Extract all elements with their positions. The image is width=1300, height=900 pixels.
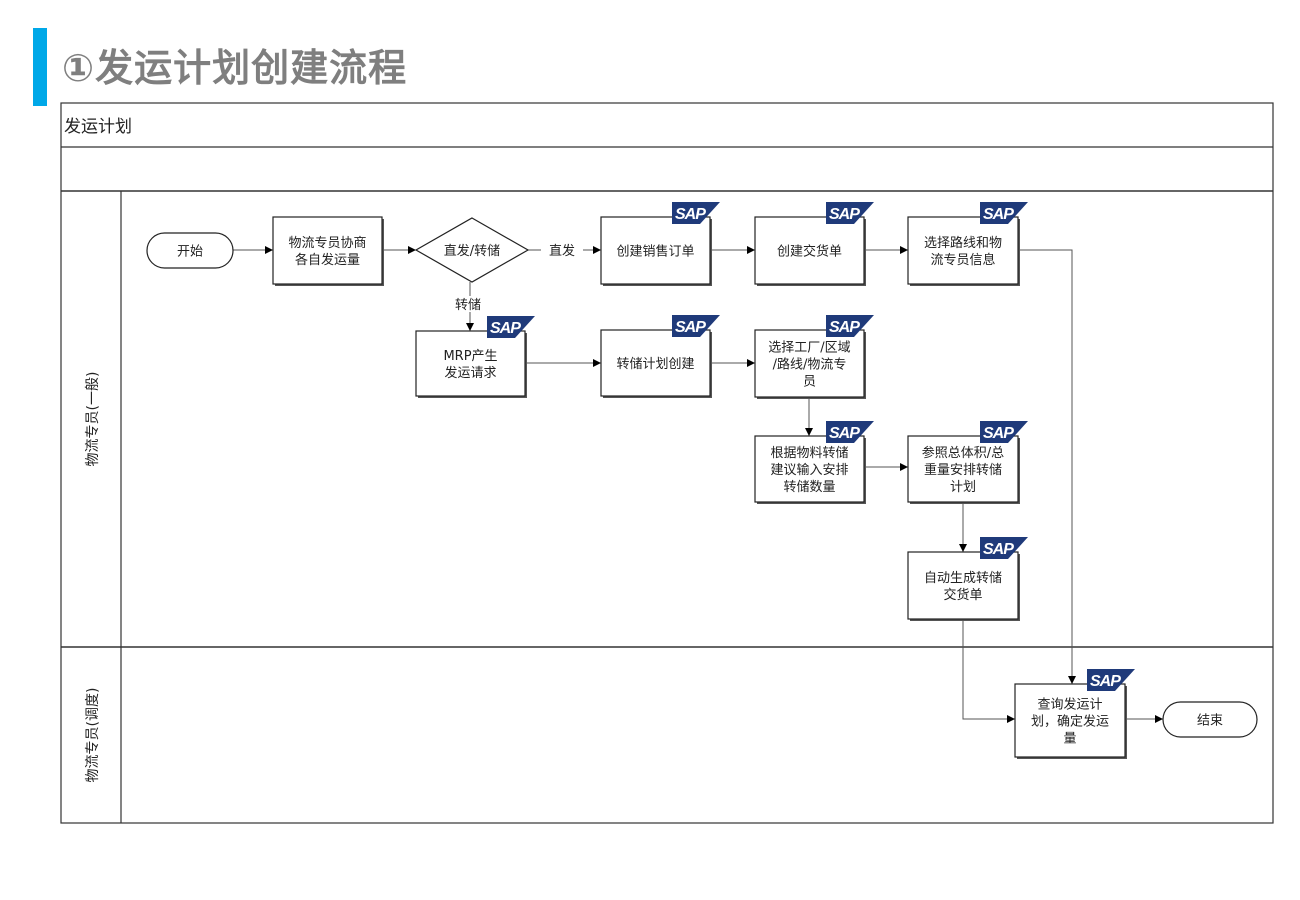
node-label-line: 根据物料转储 bbox=[770, 446, 848, 461]
node-label-line: 转储计划创建 bbox=[616, 357, 694, 372]
sap-logo-text: SAP bbox=[1090, 673, 1121, 690]
node-label-line: 交货单 bbox=[943, 587, 982, 603]
node-label-line: 物流专员协商 bbox=[288, 236, 366, 251]
process-shape bbox=[272, 216, 383, 285]
node-label-line: 直发/转储 bbox=[444, 243, 500, 259]
node-label-line: 重量安排转储 bbox=[924, 462, 1002, 478]
decision-shape bbox=[414, 217, 530, 283]
node-label-line: /路线/物流专 bbox=[773, 357, 847, 373]
node-label-line: 创建交货单 bbox=[777, 244, 842, 260]
sap-logo-text: SAP bbox=[675, 319, 706, 336]
node-label-line: 结束 bbox=[1197, 714, 1223, 729]
node-end: 结束 bbox=[1162, 701, 1258, 738]
sap-logo-icon: SAP bbox=[980, 537, 1028, 559]
node-label-line: MRP产生 bbox=[443, 349, 497, 364]
node-select-plant: 选择工厂/区域/路线/物流专员 SAP bbox=[754, 315, 874, 399]
sap-logo-text: SAP bbox=[983, 541, 1014, 558]
node-label-line: 流专员信息 bbox=[930, 252, 995, 268]
sap-logo-text: SAP bbox=[983, 425, 1014, 442]
node-label-line: 转储数量 bbox=[783, 480, 835, 495]
swimlane-pool: 发运计划 物流专员(一般) 物流专员(调度) bbox=[60, 102, 1274, 824]
sap-logo-icon: SAP bbox=[672, 315, 720, 337]
node-start: 开始 bbox=[146, 232, 234, 269]
node-transfer-plan: 转储计划创建 SAP bbox=[600, 315, 720, 398]
edge-label-direct: 直发 bbox=[549, 243, 575, 259]
process-shape bbox=[907, 551, 1019, 620]
sap-logo-text: SAP bbox=[829, 206, 860, 223]
process-shape bbox=[600, 216, 711, 285]
process-shape bbox=[754, 435, 865, 503]
sap-logo-icon: SAP bbox=[980, 421, 1028, 443]
node-label-line: 开始 bbox=[177, 245, 203, 260]
node-label-line: 发运请求 bbox=[444, 365, 496, 381]
node-label-line: 参照总体积/总 bbox=[922, 445, 1004, 461]
page-title: ①发运计划创建流程 bbox=[62, 46, 408, 90]
pool-title: 发运计划 bbox=[64, 117, 132, 137]
node-label-line: 选择路线和物 bbox=[924, 235, 1002, 251]
process-shape bbox=[907, 435, 1019, 503]
terminator-shape bbox=[1162, 701, 1258, 738]
sap-logo-text: SAP bbox=[490, 320, 521, 337]
node-create-so: 创建销售订单 SAP bbox=[600, 202, 720, 286]
sap-logo-text: SAP bbox=[829, 319, 860, 336]
sap-logo-icon: SAP bbox=[1087, 669, 1135, 691]
node-create-delivery: 创建交货单 SAP bbox=[754, 202, 874, 286]
sap-logo-icon: SAP bbox=[672, 202, 720, 224]
process-shape bbox=[754, 329, 865, 398]
sap-logo-icon: SAP bbox=[826, 315, 874, 337]
node-label-line: 计划 bbox=[950, 480, 976, 495]
process-shape bbox=[907, 216, 1019, 285]
sap-logo-icon: SAP bbox=[980, 202, 1028, 224]
edge-label-transfer: 转储 bbox=[455, 298, 481, 313]
sap-logo-icon: SAP bbox=[487, 316, 535, 338]
lane-label-dispatch: 物流专员(调度) bbox=[85, 688, 101, 783]
process-shape bbox=[754, 216, 865, 285]
node-label-line: 各自发运量 bbox=[295, 252, 360, 268]
node-label-line: 划，确定发运 bbox=[1031, 714, 1109, 730]
lane-label-general: 物流专员(一般) bbox=[85, 372, 101, 467]
sap-logo-icon: SAP bbox=[826, 202, 874, 224]
node-label-line: 员 bbox=[803, 375, 816, 390]
sap-logo-icon: SAP bbox=[826, 421, 874, 443]
process-shape bbox=[415, 330, 526, 397]
process-shape bbox=[1014, 683, 1126, 758]
nodes: 开始物流专员协商各自发运量直发/转储创建销售订单SAP创建交货单SAP选择路线和… bbox=[146, 202, 1258, 759]
node-label-line: 建议输入安排 bbox=[770, 462, 848, 478]
node-label-line: 查询发运计 bbox=[1037, 697, 1102, 713]
node-label-line: 创建销售订单 bbox=[616, 244, 694, 260]
sap-logo-text: SAP bbox=[675, 206, 706, 223]
sap-logo-text: SAP bbox=[983, 206, 1014, 223]
terminator-shape bbox=[146, 232, 234, 269]
sap-logo-text: SAP bbox=[829, 425, 860, 442]
node-decision: 直发/转储 bbox=[414, 217, 530, 283]
node-label-line: 选择工厂/区域 bbox=[768, 341, 850, 356]
node-label-line: 自动生成转储 bbox=[924, 571, 1002, 586]
edge-route-query bbox=[1018, 249, 1076, 684]
node-label-line: 量 bbox=[1063, 732, 1076, 747]
edge-autodelivery-query bbox=[962, 619, 1015, 723]
title-accent-bar bbox=[33, 28, 47, 106]
process-shape bbox=[600, 329, 711, 397]
